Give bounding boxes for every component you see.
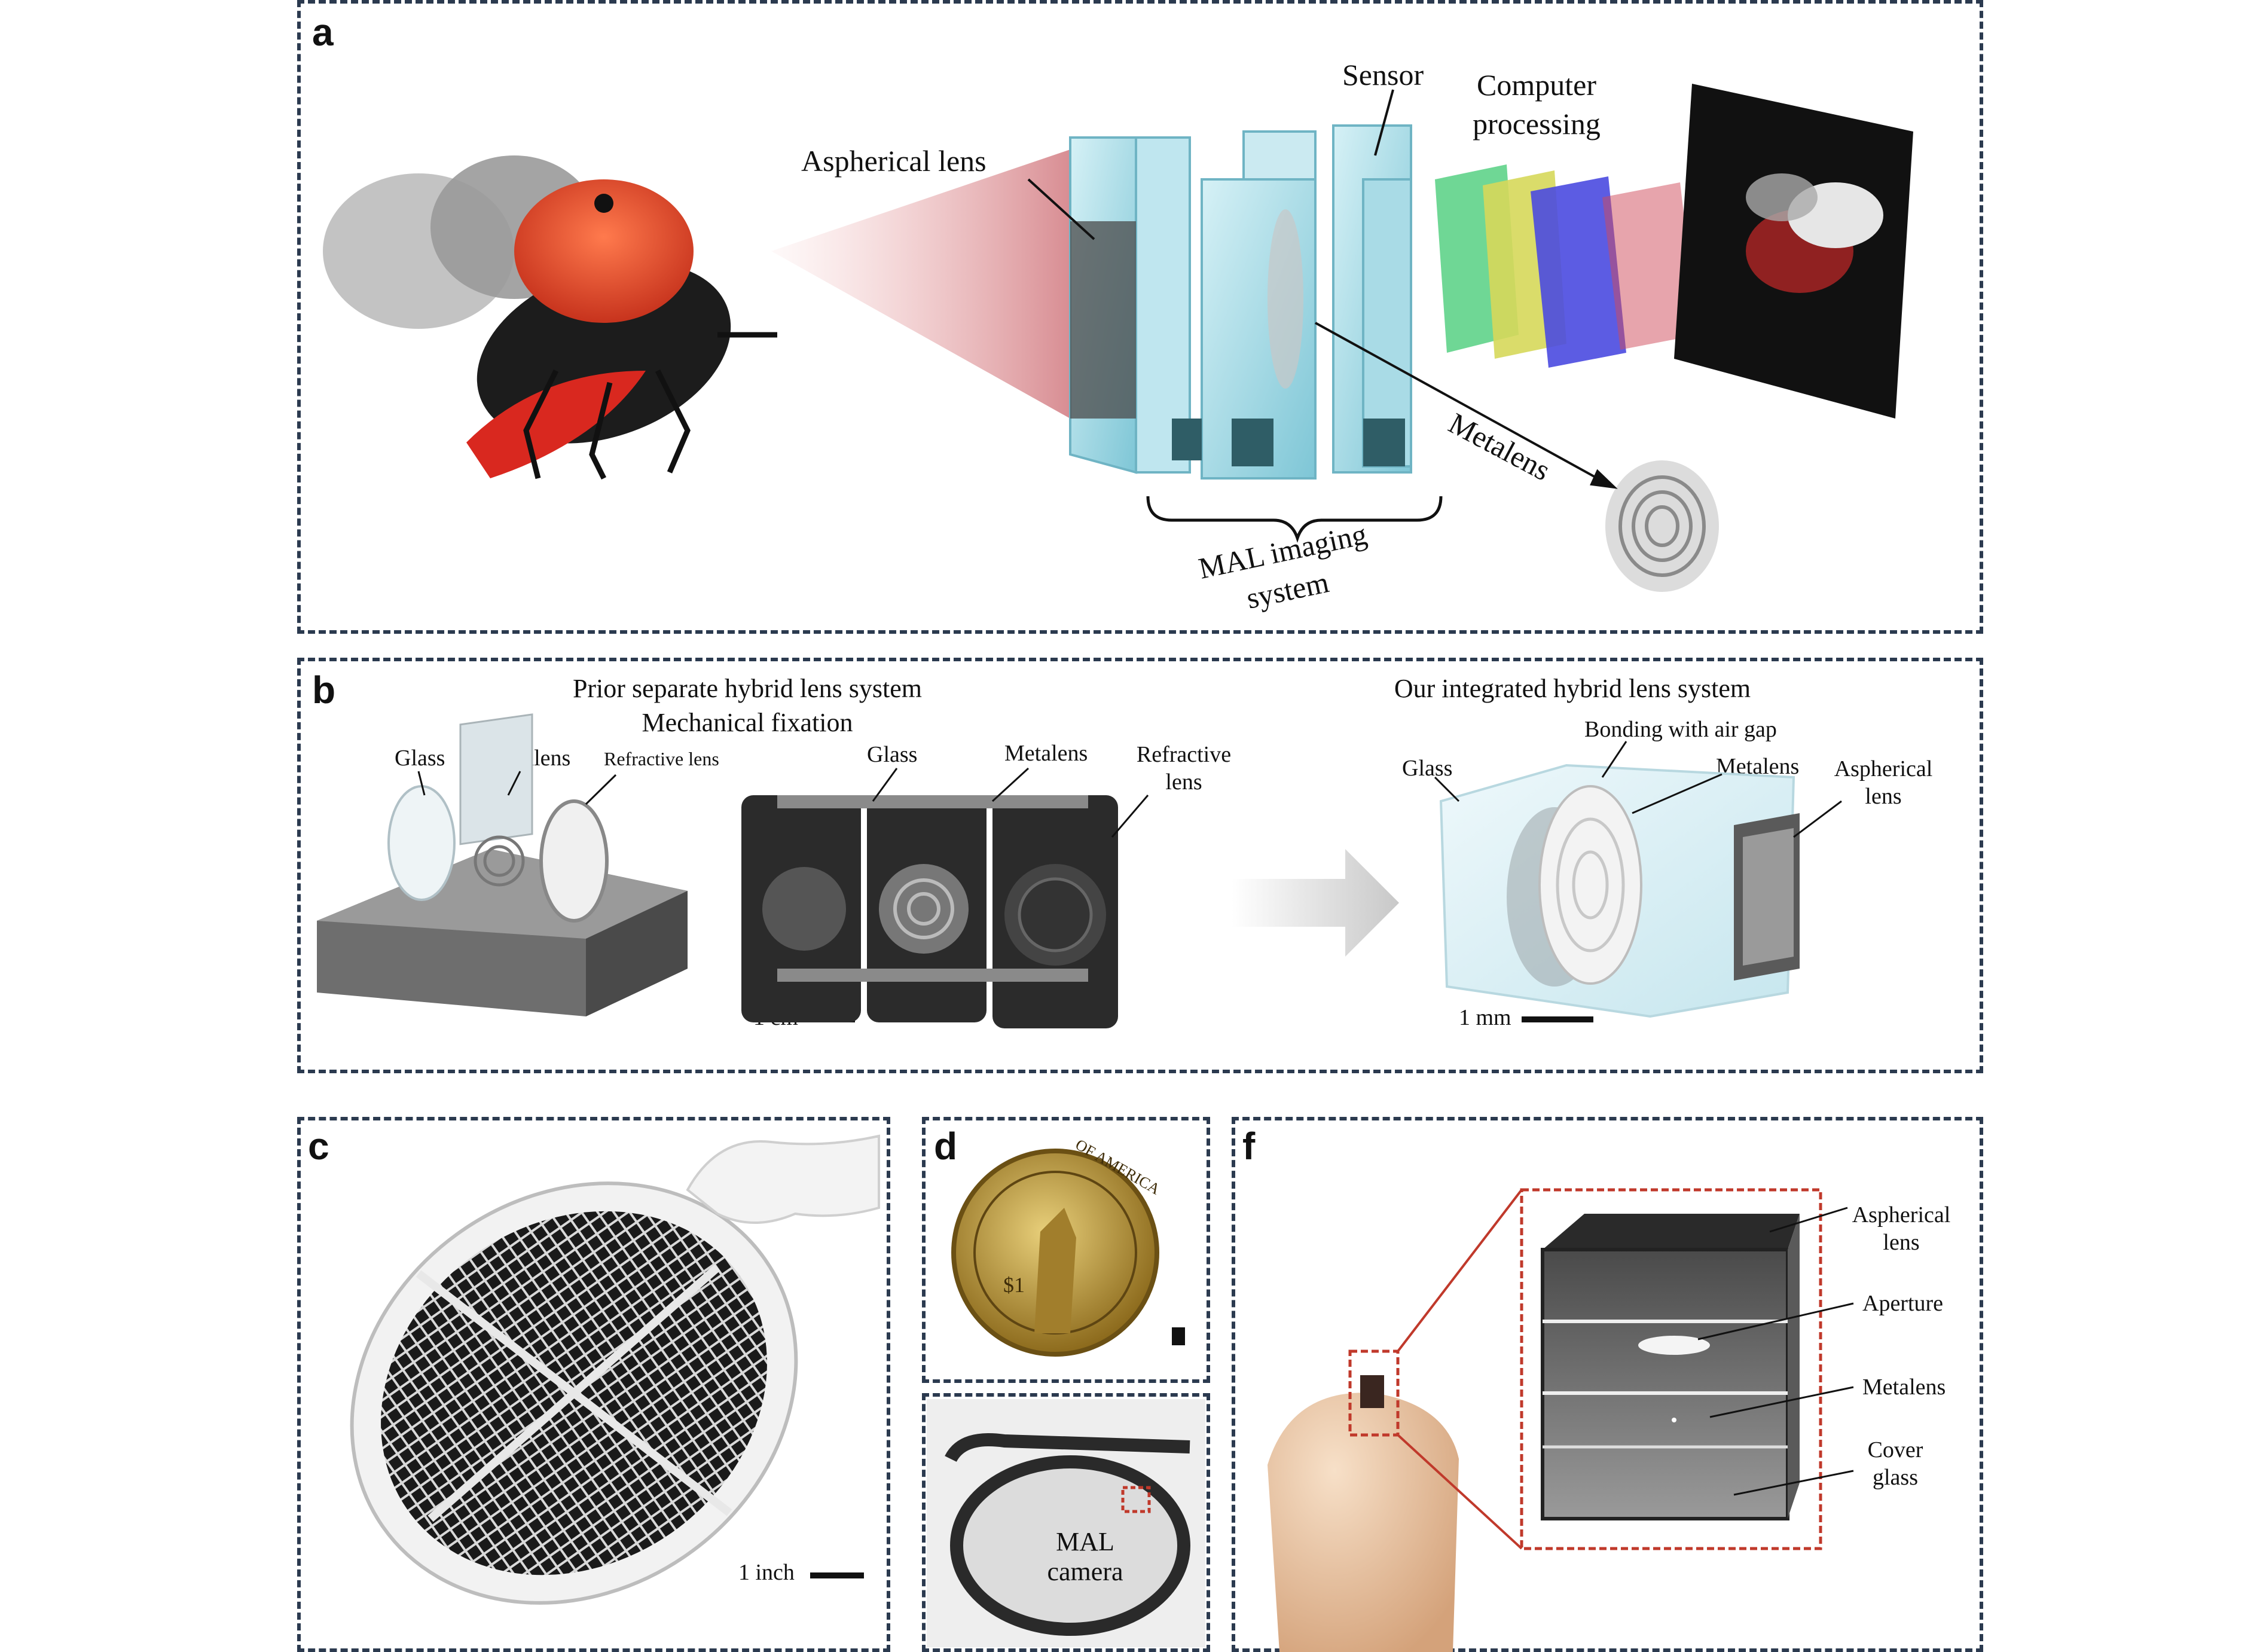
camera-label-1: MAL: [1056, 1527, 1114, 1556]
mal-brace: [1146, 496, 1443, 543]
label-bonding: Bonding with air gap: [1584, 717, 1777, 742]
panel-a: [297, 0, 1983, 634]
ladybug-red-underside: [466, 371, 646, 478]
label-computer-processing-2: processing: [1473, 107, 1601, 141]
camera-cube: [1541, 1214, 1800, 1520]
mechanical-cage: [741, 795, 1118, 1028]
mal-glass-blocks: [1069, 124, 1412, 480]
fingertip: [1268, 1393, 1459, 1652]
label-f-cover-2: glass: [1873, 1465, 1918, 1490]
panel-c-label: c: [308, 1125, 329, 1168]
panel-f-label: f: [1242, 1125, 1256, 1168]
prior-title: Prior separate hybrid lens system: [572, 674, 923, 703]
panel-d-label: d: [934, 1125, 958, 1168]
transition-arrow: [1232, 849, 1399, 957]
label-computer-processing-1: Computer: [1477, 68, 1596, 102]
panel-a-illustration: [323, 84, 1913, 592]
label-f-aspherical-2: lens: [1883, 1230, 1920, 1255]
label-f-aspherical-1: Aspherical: [1852, 1202, 1951, 1227]
label-glass-3: Glass: [1402, 756, 1453, 781]
label-metalens-2: Metalens: [1004, 741, 1088, 766]
panel-d: [922, 1117, 1210, 1383]
coin-value: $1: [1003, 1273, 1025, 1297]
prior-subtitle: Mechanical fixation: [642, 708, 853, 737]
gloved-hand: [686, 1134, 880, 1224]
label-glass-2: Glass: [867, 742, 918, 767]
mal-camera-chip: [1172, 1327, 1185, 1345]
panel-b-label: b: [312, 668, 336, 712]
ladybug-shell: [514, 179, 694, 323]
label-refractive-2a: Refractive: [1136, 742, 1232, 767]
integrated-block: [1439, 764, 1800, 1018]
label-glass-1: Glass: [395, 746, 445, 771]
panel-b-illustration: [317, 713, 1842, 1028]
metalens-disc: [1605, 460, 1719, 592]
label-aspherical-b2: lens: [1865, 784, 1902, 809]
scale-bar-1mm: [1522, 1016, 1593, 1022]
label-aspherical-b1: Aspherical: [1834, 756, 1933, 781]
camera-label-2: camera: [1047, 1557, 1123, 1586]
panel-c: [297, 1117, 890, 1652]
glasses-lens: [950, 1455, 1190, 1636]
label-sensor: Sensor: [1342, 58, 1424, 91]
panel-f: [1232, 1117, 1983, 1652]
scale-label-1mm: 1 mm: [1459, 1005, 1511, 1030]
scale-bar-1inch: [810, 1572, 864, 1578]
light-beam: [771, 149, 1070, 419]
label-refractive-2b: lens: [1165, 769, 1202, 795]
processing-layers: [1435, 164, 1698, 368]
label-f-metalens: Metalens: [1862, 1375, 1946, 1400]
panel-e: [922, 1393, 1210, 1652]
panel-a-label: a: [312, 11, 334, 54]
label-f-aperture: Aperture: [1862, 1291, 1944, 1316]
label-refractive-lens-1: Refractive lens: [604, 748, 719, 769]
panel-b: [297, 658, 1983, 1073]
label-f-cover-1: Cover: [1867, 1437, 1923, 1462]
label-aspherical-lens: Aspherical lens: [801, 144, 987, 178]
our-title: Our integrated hybrid lens system: [1394, 674, 1751, 703]
mal-camera-on-finger: [1360, 1375, 1384, 1408]
scale-label-1inch: 1 inch: [738, 1560, 795, 1585]
